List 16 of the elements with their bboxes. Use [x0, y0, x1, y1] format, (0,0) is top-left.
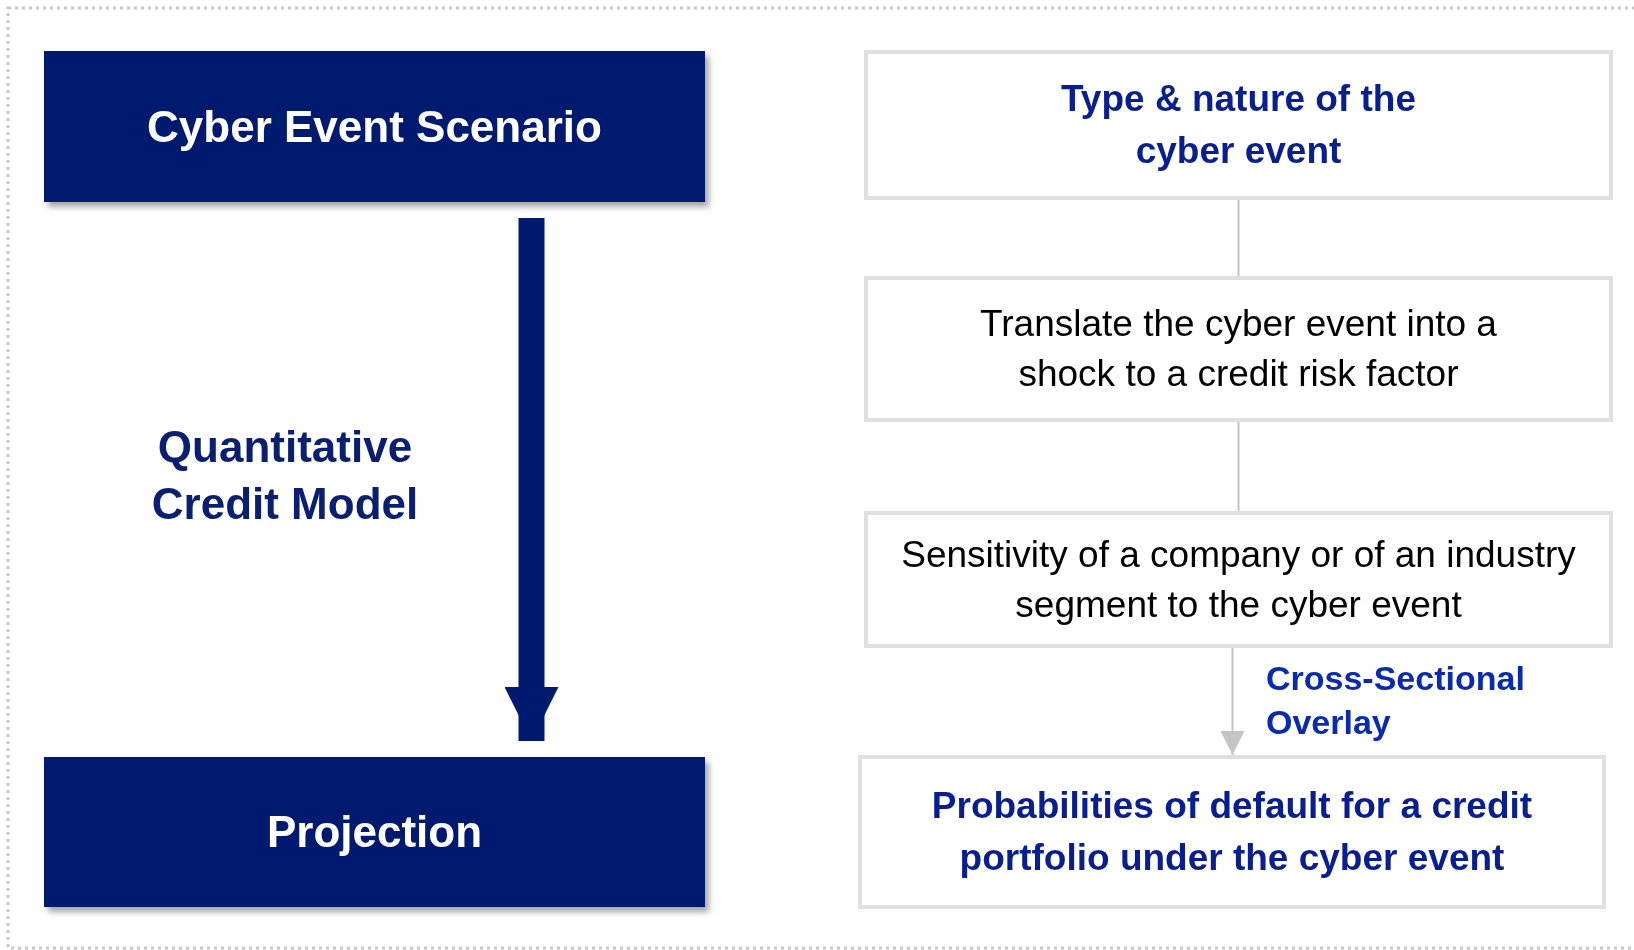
box-text: Cyber Event Scenario [147, 101, 602, 152]
process-box [44, 757, 705, 907]
process-box [864, 276, 1613, 422]
connector-line [1237, 421, 1240, 512]
process-box [864, 511, 1613, 648]
arrow [1220, 647, 1245, 756]
box-text: Translate the cyber event into a shock to a credit risk factor [979, 302, 1498, 396]
process-box [864, 50, 1613, 200]
box-text: Type & nature of the cyber event [1060, 77, 1417, 173]
connector-line [1237, 199, 1240, 277]
box-text: Projection [266, 807, 483, 857]
arrow [504, 218, 559, 741]
box-text: Probabilities of default for a credit portfolio under the cyber event [930, 784, 1534, 880]
process-box [44, 51, 705, 202]
process-box [858, 755, 1606, 909]
box-text: Sensitivity of a company or of an industry segment to the cyber event [900, 532, 1577, 627]
